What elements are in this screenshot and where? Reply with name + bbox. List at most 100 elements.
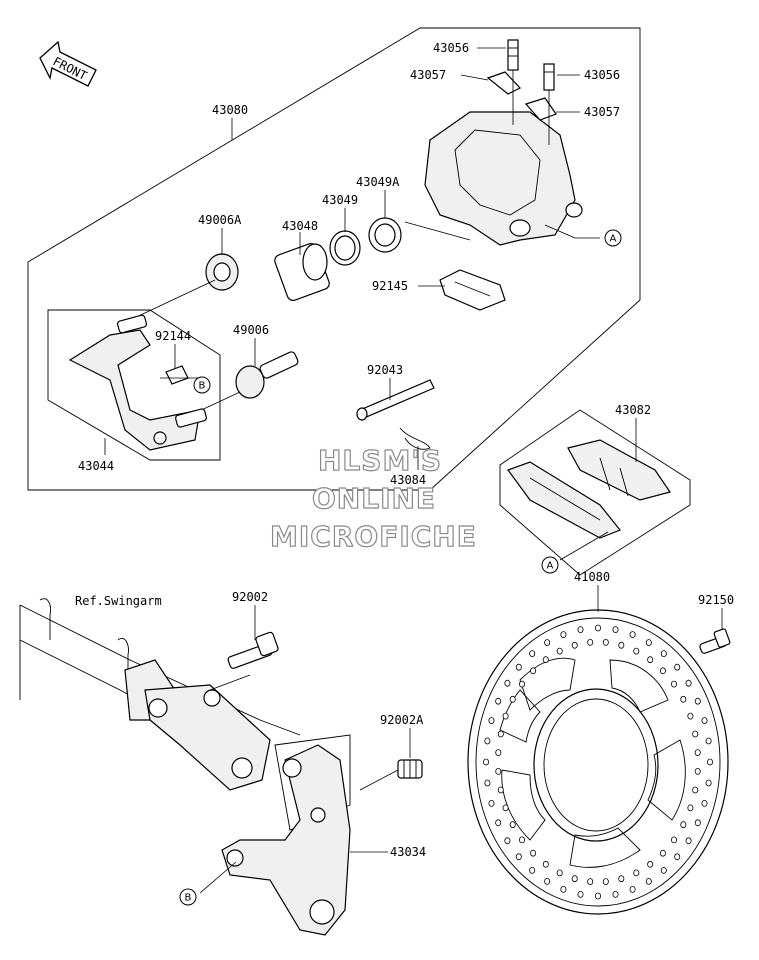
ref-marker-a-top: A <box>604 229 622 247</box>
disc-drill-hole <box>497 730 504 738</box>
disc-drill-hole <box>509 695 516 703</box>
disc-drill-hole <box>694 697 701 705</box>
watermark-line2: ONLINE <box>312 482 436 515</box>
disc-drill-hole <box>618 875 625 883</box>
label-ref-swingarm: Ref.Swingarm <box>75 594 162 608</box>
disc-drill-hole <box>571 641 578 649</box>
disc-drill-hole <box>529 867 536 874</box>
disc-drill-hole <box>529 650 536 657</box>
label-43049: 43049 <box>322 193 358 207</box>
disc-drill-hole <box>595 892 602 900</box>
pad-set-outline <box>499 409 691 576</box>
disc-drill-hole <box>560 886 567 893</box>
pad-pin-92043 <box>356 379 435 421</box>
brake-disc-41080 <box>467 609 729 915</box>
bleeder-cap-left <box>486 71 521 95</box>
svg-text:B: B <box>185 893 192 904</box>
seal-43049A <box>368 217 402 253</box>
caliper-body <box>404 111 583 246</box>
disc-drill-hole <box>502 804 509 812</box>
disc-drill-hole <box>612 891 619 898</box>
disc-drill-hole <box>645 878 652 885</box>
svg-text:A: A <box>610 234 617 245</box>
disc-drill-hole <box>587 639 594 646</box>
disc-drill-hole <box>685 679 692 687</box>
disc-drill-hole <box>542 860 549 868</box>
disc-drill-hole <box>504 837 511 845</box>
disc-drill-hole <box>680 821 687 829</box>
disc-drill-hole <box>544 878 551 885</box>
brake-pad-front <box>507 461 621 539</box>
seal-43049 <box>329 230 361 266</box>
label-43057-b: 43057 <box>584 105 620 119</box>
front-arrow-icon: FRONT <box>39 40 97 87</box>
label-92144: 92144 <box>155 329 191 343</box>
caliper-assembly-outline <box>27 27 641 491</box>
disc-drill-hole <box>629 886 636 893</box>
bleeder-valve-right <box>543 63 555 91</box>
disc-drill-hole <box>544 639 551 646</box>
piston-43048 <box>274 243 330 301</box>
leader-lines <box>104 47 723 894</box>
disc-drill-hole <box>659 849 666 857</box>
disc-drill-hole <box>692 730 699 738</box>
label-43048: 43048 <box>282 219 318 233</box>
disc-drill-hole <box>618 641 625 649</box>
disc-drill-hole <box>671 836 678 844</box>
ref-marker-a-bottom: A <box>541 556 559 574</box>
svg-text:B: B <box>199 381 206 392</box>
disc-drill-hole <box>577 891 584 898</box>
bolt-92002 <box>227 631 279 669</box>
disc-drill-hole <box>674 853 681 861</box>
label-92043: 92043 <box>367 363 403 377</box>
disc-drill-hole <box>694 749 701 756</box>
disc-drill-hole <box>602 878 609 885</box>
disc-drill-hole <box>495 768 502 775</box>
label-43080: 43080 <box>212 103 248 117</box>
bracket-43034-lead <box>274 734 351 831</box>
label-43082: 43082 <box>615 403 651 417</box>
disc-drill-hole <box>571 875 578 883</box>
label-92002: 92002 <box>232 590 268 604</box>
label-43056-a: 43056 <box>433 41 469 55</box>
disc-drill-hole <box>488 800 495 807</box>
disc-drill-hole <box>659 667 666 675</box>
caliper-bracket-43044 <box>68 314 207 451</box>
disc-drill-hole <box>515 663 522 671</box>
disc-drill-hole <box>495 819 502 827</box>
label-43084: 43084 <box>390 473 426 487</box>
dust-seal-49006A <box>205 253 239 291</box>
label-43044: 43044 <box>78 459 114 473</box>
disc-drill-holes <box>482 624 714 900</box>
disc-drill-hole <box>587 878 594 885</box>
ref-marker-b-top: B <box>193 376 211 394</box>
disc-drill-hole <box>504 679 511 687</box>
disc-drill-hole <box>647 656 654 664</box>
disc-drill-hole <box>633 647 640 655</box>
bleeder-valve-left <box>507 39 519 71</box>
disc-drill-hole <box>660 650 667 657</box>
disc-drill-hole <box>488 717 495 724</box>
label-43049A: 43049A <box>356 175 400 189</box>
label-43034: 43034 <box>390 845 426 859</box>
disc-drill-hole <box>680 695 687 703</box>
disc-drill-hole <box>530 667 537 675</box>
disc-drill-hole <box>707 758 714 766</box>
disc-drill-hole <box>705 737 712 745</box>
disc-drill-hole <box>495 749 502 756</box>
pin-clip-43084 <box>399 427 431 450</box>
disc-drill-hole <box>694 768 701 775</box>
disc-drill-hole <box>645 639 652 646</box>
disc-drill-hole <box>556 869 563 877</box>
disc-drill-hole <box>519 836 526 844</box>
watermark-line1: HLSM'S <box>318 444 442 477</box>
watermark-line3: MICROFICHE <box>270 520 477 553</box>
disc-drill-hole <box>612 626 619 633</box>
svg-text:A: A <box>547 561 554 572</box>
disc-drill-hole <box>692 786 699 794</box>
disc-drill-hole <box>647 860 654 868</box>
disc-drill-hole <box>560 631 567 638</box>
disc-drill-hole <box>705 779 712 787</box>
disc-drill-hole <box>484 779 491 787</box>
